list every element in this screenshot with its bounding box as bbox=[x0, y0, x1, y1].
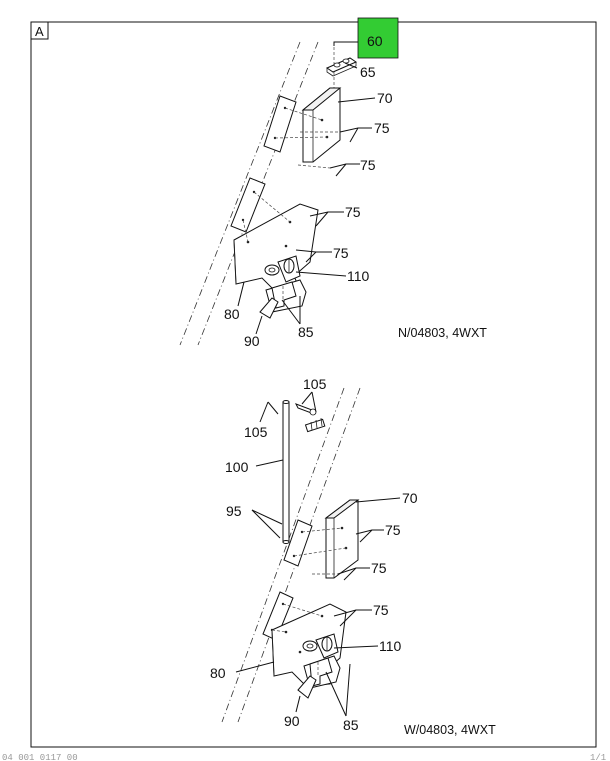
leader-105-b bbox=[259, 401, 269, 423]
leader-75-a2 bbox=[349, 127, 359, 143]
leader-105-a2 bbox=[311, 391, 317, 413]
frame-letter: A bbox=[35, 24, 44, 39]
upper-fastener-line-b bbox=[274, 136, 328, 139]
leader-95-a bbox=[251, 509, 283, 525]
callout-90-bottom: 90 bbox=[284, 713, 300, 729]
callout-70-bottom: 70 bbox=[402, 490, 418, 506]
leader-65 bbox=[344, 62, 358, 69]
top-pillar-line-right bbox=[197, 41, 319, 346]
footer-left: 04 001 0117 00 bbox=[2, 753, 78, 761]
leader-100 bbox=[255, 459, 284, 467]
highlight-box-60 bbox=[357, 17, 399, 59]
callout-85-top: 85 bbox=[298, 324, 314, 340]
callout-80-bottom: 80 bbox=[210, 665, 226, 681]
lower-fastener-line-b bbox=[242, 219, 249, 243]
leader-75-b2 bbox=[335, 163, 347, 177]
callout-75-top-c: 75 bbox=[345, 204, 361, 220]
top-pillar-line-left bbox=[179, 41, 301, 346]
latch-65 bbox=[325, 57, 358, 73]
pillar-plate-bottom-upper bbox=[283, 519, 313, 567]
callout-75-bottom-a: 75 bbox=[385, 522, 401, 538]
bottom-pillar-line-left bbox=[221, 387, 345, 723]
clip-105-rib-c bbox=[320, 417, 323, 427]
callout-75-top-d: 75 bbox=[333, 245, 349, 261]
diagram-frame bbox=[30, 21, 597, 748]
clip-105-rib-b bbox=[315, 419, 318, 429]
striker-plate-80-bottom-hole-c bbox=[298, 650, 302, 654]
upper-fastener-line-d bbox=[297, 164, 331, 169]
pillar-plate-lower bbox=[230, 177, 266, 233]
callout-60: 60 bbox=[367, 33, 383, 49]
leader-75-f2 bbox=[343, 567, 357, 581]
leader-75-g2 bbox=[339, 609, 357, 627]
callout-75-top-a: 75 bbox=[374, 120, 390, 136]
wedge-90-top bbox=[259, 297, 279, 319]
frame-letter-box bbox=[30, 21, 49, 40]
bracket-70-top-flange bbox=[301, 87, 342, 111]
callout-110-top: 110 bbox=[347, 268, 370, 284]
rod-100-bottom bbox=[282, 540, 290, 544]
callout-90-top: 90 bbox=[244, 333, 260, 349]
caption-top: N/04803, 4WXT bbox=[398, 326, 487, 340]
bottom-fastener-line-a bbox=[301, 527, 343, 533]
top-assembly: 60 65 70 75 75 75 75 110 80 85 90 N/0480… bbox=[179, 17, 487, 349]
caption-bottom: W/04803, 4WXT bbox=[404, 723, 496, 737]
leader-90-top bbox=[255, 315, 263, 335]
footer-right: 1/1 bbox=[590, 753, 606, 761]
latch-65-hole-a bbox=[333, 62, 341, 68]
striker-plate-80-bottom-hole-a bbox=[284, 630, 288, 634]
callout-75-bottom-c: 75 bbox=[373, 602, 389, 618]
leader-75-d2 bbox=[305, 251, 317, 263]
striker-plate-80-top-edge bbox=[233, 239, 237, 285]
latch-65-hole-b bbox=[342, 58, 350, 64]
striker-110-top-ring-inner bbox=[268, 267, 276, 273]
callout-75-top-b: 75 bbox=[360, 157, 376, 173]
leader-105-a bbox=[301, 391, 313, 405]
leader-85-bottom-b bbox=[345, 663, 351, 717]
rod-100-top bbox=[282, 400, 290, 404]
leader-110-top bbox=[295, 271, 347, 277]
upper-fastener-line-a bbox=[284, 107, 323, 121]
clip-105-rib-a bbox=[310, 421, 313, 431]
leader-85-top-a bbox=[281, 299, 301, 325]
leader-70-top bbox=[337, 97, 376, 103]
leader-110-bottom bbox=[333, 645, 379, 649]
callout-105-b: 105 bbox=[244, 424, 268, 440]
callout-80-top: 80 bbox=[224, 306, 240, 322]
leader-95-b bbox=[251, 509, 281, 539]
bracket-70-bottom-flange bbox=[324, 499, 360, 519]
wedge-90-bottom bbox=[297, 675, 317, 699]
callout-105-a: 105 bbox=[303, 376, 327, 392]
callout-65: 65 bbox=[360, 64, 376, 80]
callout-95: 95 bbox=[226, 503, 242, 519]
leader-90-bottom bbox=[295, 695, 301, 713]
bottom-assembly: 105 105 100 70 95 75 75 75 110 80 90 85 … bbox=[210, 376, 496, 737]
lower-fastener-line-a bbox=[253, 191, 291, 223]
leader-60 bbox=[333, 41, 358, 46]
leader-105-b2 bbox=[267, 401, 279, 415]
callout-85-bottom: 85 bbox=[343, 717, 359, 733]
leader-70-bottom bbox=[355, 497, 401, 503]
leader-75-e2 bbox=[359, 529, 373, 543]
clip-105-body bbox=[304, 418, 326, 433]
striker-110-bottom-ring-inner bbox=[306, 643, 314, 649]
leader-75-c2 bbox=[315, 211, 329, 227]
rod-100 bbox=[282, 401, 290, 543]
latch-65-side bbox=[326, 62, 357, 77]
bottom-fastener-line-e bbox=[271, 629, 287, 633]
callout-100: 100 bbox=[225, 459, 249, 475]
striker-plate-80-top-hole-c bbox=[284, 244, 288, 248]
bottom-fastener-line-d bbox=[282, 603, 323, 617]
bottom-fastener-line-b bbox=[293, 547, 347, 557]
leader-80-bottom bbox=[235, 661, 275, 673]
callout-75-bottom-b: 75 bbox=[371, 560, 387, 576]
callout-70-top: 70 bbox=[377, 90, 393, 106]
pillar-plate-upper bbox=[263, 95, 297, 153]
callout-110-bottom: 110 bbox=[379, 638, 402, 654]
leader-80-top bbox=[237, 281, 245, 307]
bracket-70-hole-a bbox=[320, 118, 324, 122]
leader-85-bottom-a bbox=[325, 671, 347, 717]
striker-plate-80-bottom-edge bbox=[271, 629, 275, 677]
